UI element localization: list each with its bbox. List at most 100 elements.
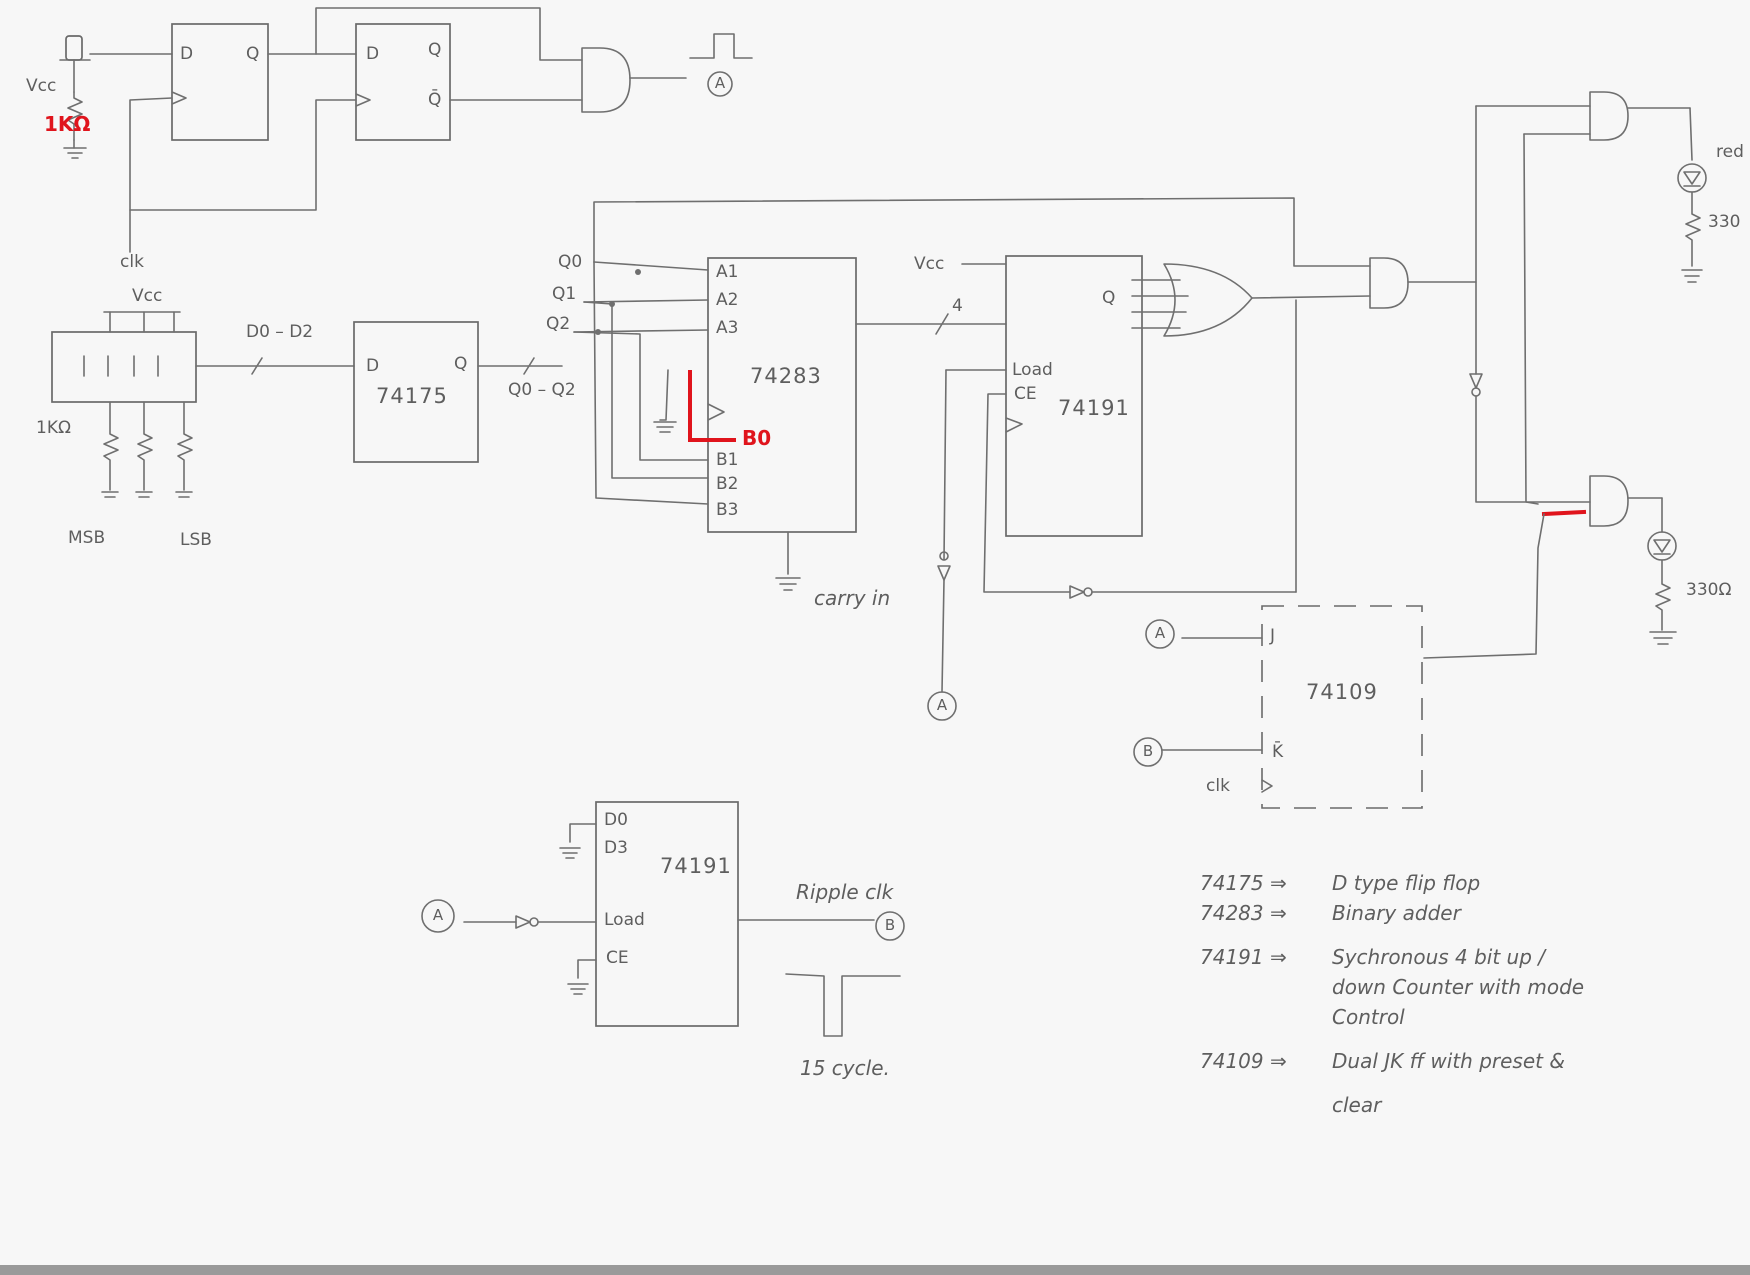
and-gate-top — [581, 47, 631, 113]
resistor-1k-label: 1KΩ — [36, 418, 71, 438]
resistor-330-top-label: 330 — [1708, 212, 1741, 232]
legend-row: clear — [1200, 1090, 1584, 1120]
dff1-q-label: Q — [246, 44, 260, 64]
legend-desc: Binary adder — [1332, 901, 1461, 925]
chip-74175-box — [353, 321, 479, 463]
connector-b-bottom — [875, 911, 905, 941]
resistor-red-label: 1KΩ — [44, 112, 91, 136]
legend-row: 74191 ⇒ Sychronous 4 bit up / — [1200, 942, 1584, 972]
chip-74191-bottom-label: 74191 — [660, 854, 732, 878]
lsb-label: LSB — [180, 530, 212, 550]
chip-74191-bottom-box — [595, 801, 739, 1027]
chip-74283-box — [707, 257, 857, 533]
chip-74191-top-q-label: Q — [1102, 288, 1116, 308]
wire-q1-to-and — [315, 7, 583, 61]
k-label: K̄ — [1272, 742, 1284, 762]
connector-a-mid — [927, 691, 957, 721]
q0-label: Q0 — [558, 252, 583, 272]
chip-74175-q-label: Q — [454, 354, 468, 374]
connector-b-jk — [1133, 737, 1163, 767]
legend-row: down Counter with mode — [1200, 972, 1584, 1002]
legend-chip: 74191 ⇒ — [1200, 945, 1287, 969]
chip-74109-box — [1261, 605, 1423, 809]
connector-a-bottom-label: A — [432, 906, 444, 924]
b0-ground-red — [688, 370, 736, 442]
legend-chip: 74109 ⇒ — [1200, 1049, 1287, 1073]
resistor-330-bottom-label: 330Ω — [1686, 580, 1732, 600]
legend-desc: D type flip flop — [1332, 871, 1481, 895]
chip-74109-label: 74109 — [1306, 680, 1378, 704]
vcc-191-label: Vcc — [914, 254, 945, 274]
clk-jk-label: clk — [1206, 776, 1230, 796]
red-wire-mark — [1541, 509, 1587, 517]
b2-label: B2 — [716, 474, 739, 494]
q2-label: Q2 — [546, 314, 571, 334]
legend-row: 74109 ⇒ Dual JK ff with preset & — [1200, 1046, 1584, 1076]
legend-desc: down Counter with mode — [1332, 975, 1585, 999]
and-gate-top-right — [1589, 91, 1629, 141]
dff2-d-label: D — [366, 44, 380, 64]
connector-a-mid-label: A — [936, 696, 948, 714]
d0-d2-label: D0 – D2 — [246, 322, 314, 342]
ce-label: CE — [1014, 384, 1037, 404]
connector-a-top-label: A — [714, 74, 726, 92]
j-label: J — [1270, 626, 1276, 646]
dip-switch — [51, 331, 197, 403]
dff2-qbar-label: Q̄ — [428, 90, 442, 110]
dff2-q-label: Q — [428, 40, 442, 60]
legend-chip: 74283 ⇒ — [1200, 901, 1287, 925]
wire-clk — [129, 97, 173, 253]
legend-row: Control — [1200, 1002, 1584, 1032]
connector-a-jk — [1145, 619, 1175, 649]
ce-bottom-label: CE — [606, 948, 629, 968]
chip-74175-d-label: D — [366, 356, 380, 376]
legend-row: 74175 ⇒ D type flip flop — [1200, 868, 1584, 898]
chip-74191-top-box — [1005, 255, 1143, 537]
legend-row: 74283 ⇒ Binary adder — [1200, 898, 1584, 928]
connector-a-bottom — [421, 899, 455, 933]
pulse-waveform-bottom — [785, 973, 901, 1037]
legend-desc: Control — [1332, 1005, 1405, 1029]
led-red — [1677, 163, 1707, 193]
a2-label: A2 — [716, 290, 739, 310]
pullup-resistor-red — [63, 91, 87, 159]
q0-q2-label: Q0 – Q2 — [508, 380, 576, 400]
led-bottom — [1647, 531, 1677, 561]
dff1-box — [171, 23, 269, 141]
red-led-label: red — [1716, 142, 1744, 162]
b3-label: B3 — [716, 500, 739, 520]
dff1-d-label: D — [180, 44, 194, 64]
and-gate-bottom-right — [1589, 475, 1629, 527]
vcc-top-label: Vcc — [26, 76, 57, 96]
chip-74283-label: 74283 — [750, 364, 822, 388]
fifteen-cycle-label: 15 cycle. — [800, 1056, 890, 1080]
dff2-box — [355, 23, 451, 141]
legend-chip: 74175 ⇒ — [1200, 871, 1287, 895]
pulldown-resistors — [101, 401, 193, 498]
a3-label: A3 — [716, 318, 739, 338]
clk-top-label: clk — [120, 252, 144, 272]
bus-4-label: 4 — [952, 296, 963, 316]
carry-in-label: carry in — [814, 586, 891, 610]
b1-label: B1 — [716, 450, 739, 470]
chip-74175-label: 74175 — [376, 384, 448, 408]
d0-label: D0 — [604, 810, 628, 830]
q1-label: Q1 — [552, 284, 577, 304]
connector-a-top — [707, 71, 733, 97]
connector-b-jk-label: B — [1142, 742, 1154, 760]
connector-a-jk-label: A — [1154, 624, 1166, 642]
chip-74191-top-label: 74191 — [1058, 396, 1130, 420]
d3-label: D3 — [604, 838, 628, 858]
legend-desc: Dual JK ff with preset & — [1332, 1049, 1565, 1073]
legend-desc: clear — [1332, 1093, 1382, 1117]
load-bottom-label: Load — [604, 910, 645, 930]
connector-b-bottom-label: B — [884, 916, 896, 934]
legend-desc: Sychronous 4 bit up / — [1332, 945, 1546, 969]
b0-red-label: B0 — [742, 426, 772, 450]
chip-legend: 74175 ⇒ D type flip flop 74283 ⇒ Binary ad… — [1200, 868, 1584, 1120]
a1-label: A1 — [716, 262, 739, 282]
pulse-waveform-top — [689, 33, 753, 59]
push-button-switch — [59, 35, 91, 93]
